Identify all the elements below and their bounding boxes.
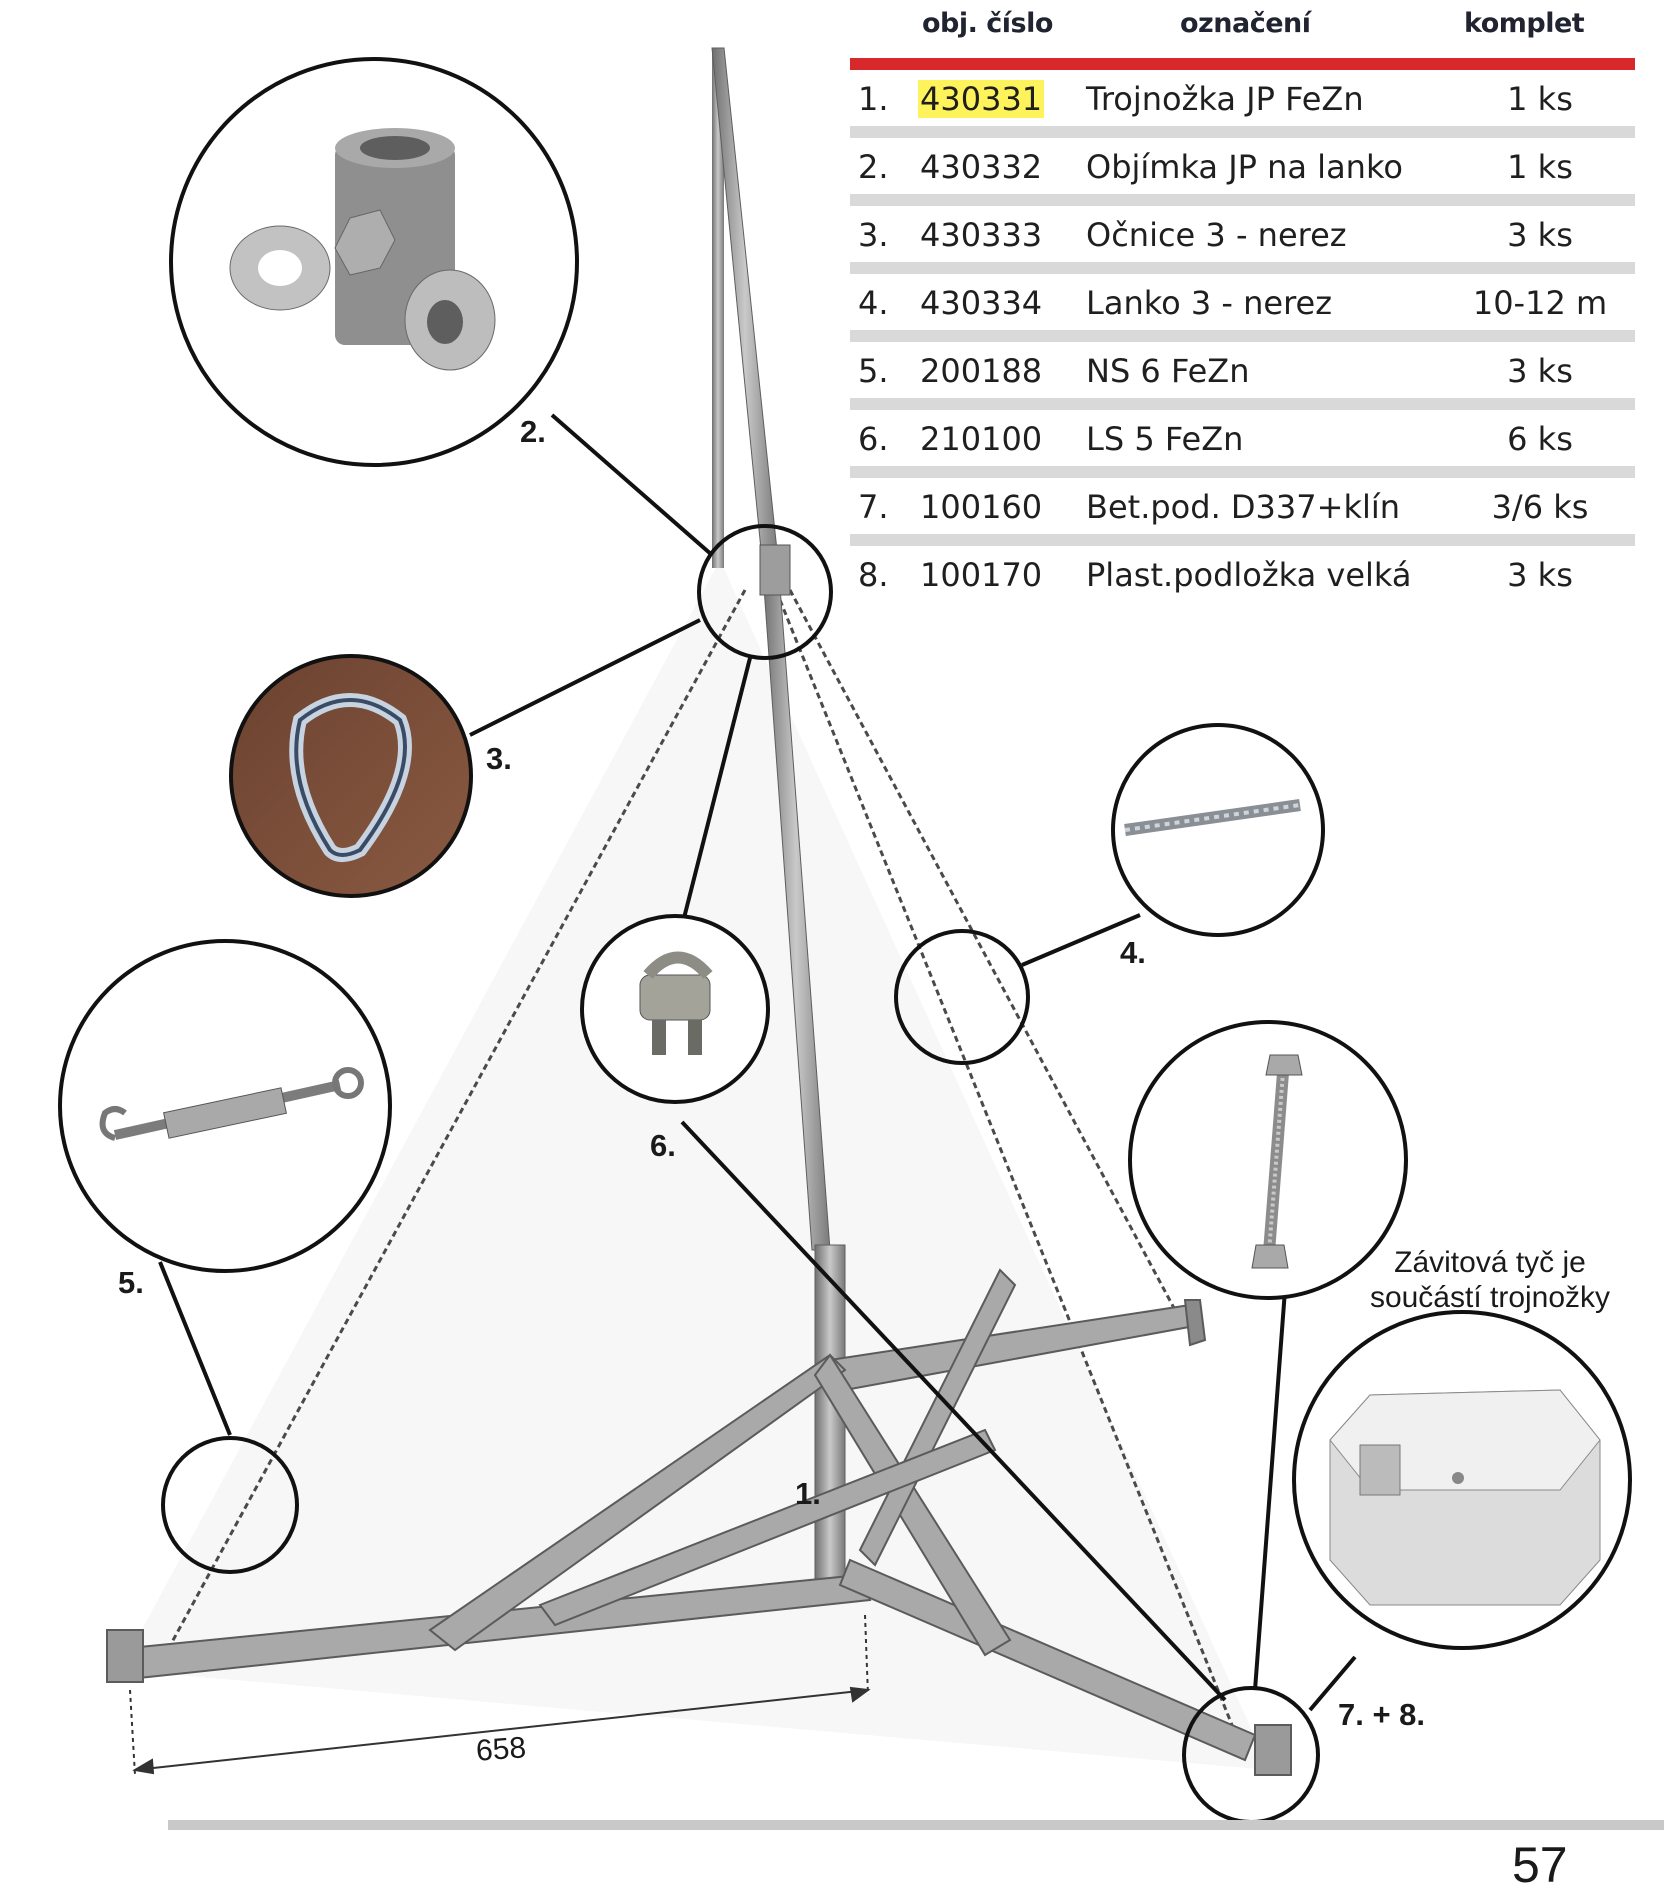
row-index: 3. [858, 216, 889, 254]
row-name: NS 6 FeZn [1086, 352, 1250, 390]
row-qty: 1 ks [1507, 148, 1573, 186]
dimension-line [129, 1614, 871, 1776]
row-qty: 10-12 m [1472, 284, 1608, 322]
row-name: Objímka JP na lanko [1086, 148, 1403, 186]
row-name: LS 5 FeZn [1086, 420, 1244, 458]
detail-wire [1111, 723, 1325, 937]
footer-rule [168, 1820, 1664, 1830]
row-number: 430332 [920, 148, 1043, 186]
tripod-frame [106, 1268, 1292, 1776]
row-index: 5. [858, 352, 889, 390]
callout-7-8: 7. + 8. [1338, 1697, 1426, 1732]
callout-5: 5. [118, 1265, 144, 1300]
row-name: Plast.podložka velká [1086, 556, 1412, 594]
row-number: 100170 [920, 556, 1043, 594]
row-number: 100160 [920, 488, 1043, 526]
row-qty: 3 ks [1507, 352, 1573, 390]
row-index: 2. [858, 148, 889, 186]
header-designation: označení [1180, 8, 1311, 39]
leader-lines [158, 413, 1357, 1712]
callout-4: 4. [1120, 935, 1146, 970]
callout-1: 1. [795, 1476, 821, 1511]
row-number: 430333 [920, 216, 1043, 254]
table-row: 1. 430331 Trojnožka JP FeZn 1 ks [850, 70, 1635, 138]
detail-threaded-rod [1128, 1020, 1408, 1300]
parts-table: obj. číslo označení komplet 1. 430331 Tr… [850, 0, 1635, 602]
row-qty: 1 ks [1507, 80, 1573, 118]
callout-2: 2. [520, 414, 546, 449]
table-row: 7. 100160 Bet.pod. D337+klín 3/6 ks [850, 478, 1635, 546]
row-index: 8. [858, 556, 889, 594]
guy-wires [163, 589, 1242, 1746]
header-rule [850, 58, 1635, 70]
mast [711, 47, 846, 1586]
row-name: Lanko 3 - nerez [1086, 284, 1333, 322]
row-index: 1. [858, 80, 889, 118]
table-row: 3. 430333 Očnice 3 - nerez 3 ks [850, 206, 1635, 274]
row-qty: 3 ks [1507, 216, 1573, 254]
row-index: 4. [858, 284, 889, 322]
table-row: 8. 100170 Plast.podložka velká 3 ks [850, 546, 1635, 602]
row-qty: 6 ks [1507, 420, 1573, 458]
table-row: 5. 200188 NS 6 FeZn 3 ks [850, 342, 1635, 410]
row-index: 7. [858, 488, 889, 526]
row-number: 200188 [920, 352, 1043, 390]
table-row: 6. 210100 LS 5 FeZn 6 ks [850, 410, 1635, 478]
row-qty: 3/6 ks [1491, 488, 1589, 526]
highlighted-part-number: 430331 [918, 80, 1045, 118]
detail-clamp [169, 57, 579, 467]
row-name: Trojnožka JP FeZn [1086, 80, 1364, 118]
threaded-rod-note: Závitová tyč je součástí trojnožky [1340, 1245, 1640, 1315]
table-row: 4. 430334 Lanko 3 - nerez 10-12 m [850, 274, 1635, 342]
callout-6: 6. [650, 1128, 676, 1163]
detail-turnbuckle [58, 939, 392, 1273]
detail-wire-clip [580, 914, 770, 1104]
row-number: 210100 [920, 420, 1043, 458]
detail-thimble [229, 654, 473, 898]
callout-3: 3. [486, 741, 512, 776]
header-set: komplet [1464, 8, 1585, 39]
row-name: Bet.pod. D337+klín [1086, 488, 1401, 526]
table-row: 2. 430332 Objímka JP na lanko 1 ks [850, 138, 1635, 206]
row-qty: 3 ks [1507, 556, 1573, 594]
header-number: obj. číslo [922, 8, 1053, 39]
row-name: Očnice 3 - nerez [1086, 216, 1347, 254]
dimension-label: 658 [474, 1731, 528, 1768]
detail-concrete-base [1292, 1310, 1632, 1650]
note-line-2: součástí trojnožky [1369, 1281, 1611, 1314]
table-header: obj. číslo označení komplet [850, 0, 1635, 58]
row-number: 430334 [920, 284, 1043, 322]
note-line-1: Závitová tyč je [1394, 1246, 1586, 1279]
row-index: 6. [858, 420, 889, 458]
page-number: 57 [1512, 1837, 1568, 1893]
